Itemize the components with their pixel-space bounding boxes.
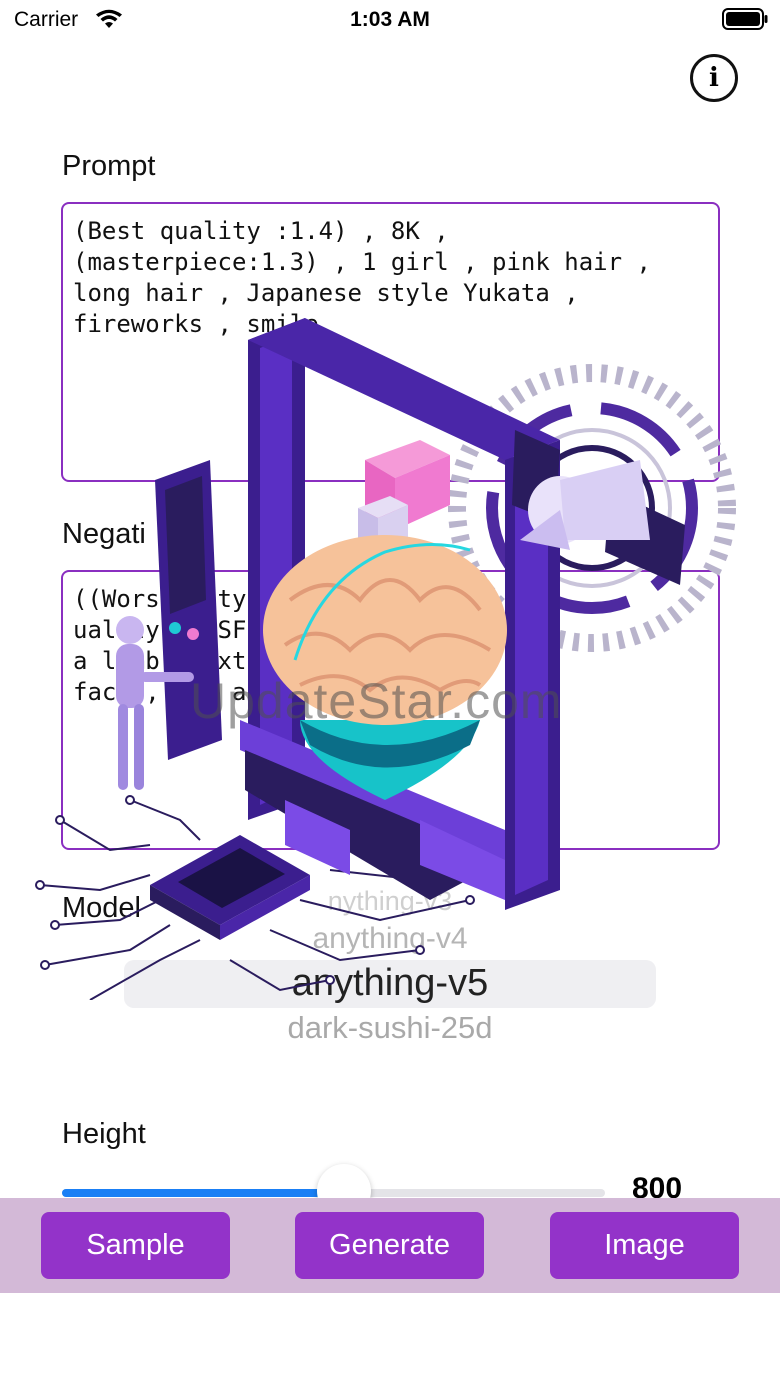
generate-button[interactable]: Generate xyxy=(295,1212,484,1279)
carrier-label: Carrier xyxy=(14,8,79,31)
status-time: 1:03 AM xyxy=(350,8,430,31)
negative-prompt-label: Negati xyxy=(62,518,146,550)
image-button[interactable]: Image xyxy=(550,1212,739,1279)
model-picker-selection[interactable] xyxy=(124,960,656,1008)
model-option-selected[interactable]: anything-v5 xyxy=(291,962,489,1004)
bottom-action-bar: Sample Generate Image xyxy=(0,1198,780,1293)
model-option[interactable]: anything-v4 xyxy=(312,922,468,955)
watermark-text: UpdateStar.com xyxy=(190,673,563,729)
model-option[interactable]: nything-v3 xyxy=(327,886,453,916)
prompt-label: Prompt xyxy=(62,150,156,182)
status-bar: Carrier 1:03 AM xyxy=(0,0,780,40)
sample-button[interactable]: Sample xyxy=(41,1212,230,1279)
height-label: Height xyxy=(62,1118,146,1150)
battery-icon xyxy=(722,8,768,30)
prompt-input[interactable]: (Best quality :1.4) , 8K , (masterpiece:… xyxy=(61,202,720,482)
info-circle-icon: i xyxy=(709,63,719,93)
height-slider-fill xyxy=(62,1189,345,1197)
wifi-icon xyxy=(96,9,122,28)
info-button[interactable]: i xyxy=(690,54,738,102)
model-option[interactable]: dark-sushi-25d xyxy=(287,1010,493,1045)
